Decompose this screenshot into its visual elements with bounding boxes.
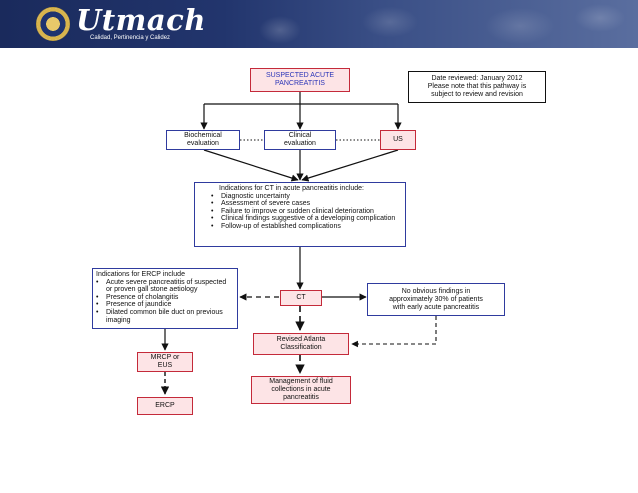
node-revised-atlanta-classification: Revised Atlanta Classification xyxy=(253,333,349,355)
suspected-line-2: PANCREATITIS xyxy=(275,80,325,87)
connector-us-converge xyxy=(301,149,399,182)
header-banner: Utmach Calidad, Pertinencia y Calidez xyxy=(0,0,638,48)
connector-nofindings-to-atlanta xyxy=(351,316,437,348)
management-line-2: collections in acute xyxy=(271,386,331,393)
banner-photo xyxy=(240,0,638,48)
node-ercp-indications: Indications for ERCP include Acute sever… xyxy=(92,268,238,329)
atlanta-line-2: Classification xyxy=(280,344,322,351)
no-findings-line-1: No obvious findings in xyxy=(401,287,471,295)
university-seal-icon xyxy=(36,7,70,41)
ct-label: CT xyxy=(296,294,306,301)
node-us: US xyxy=(380,130,416,150)
ct-indication-item: Failure to improve or sudden clinical de… xyxy=(211,208,402,216)
biochemical-line-2: evaluation xyxy=(187,140,219,147)
ercp-indications-title: Indications for ERCP include xyxy=(96,271,185,278)
ercp-indication-item: Acute severe pancreatitis of suspected o… xyxy=(96,279,234,294)
management-line-3: pancreatitis xyxy=(283,394,319,401)
node-ct: CT xyxy=(280,290,322,306)
ct-indication-item: Assessment of severe cases xyxy=(211,200,402,208)
ct-indications-title: Indications for CT in acute pancreatitis… xyxy=(219,185,365,192)
mrcp-line-2: EUS xyxy=(157,362,173,369)
note-line-3: subject to review and revision xyxy=(431,91,523,98)
no-findings-line-3: with early acute pancreatitis xyxy=(392,303,480,311)
node-no-obvious-findings: No obvious findings in approximately 30%… xyxy=(367,283,505,316)
ercp-indication-item: Dilated common bile duct on previous ima… xyxy=(96,309,234,324)
node-ercp: ERCP xyxy=(137,397,193,415)
node-mrcp-or-eus: MRCP or EUS xyxy=(137,352,193,372)
node-clinical-evaluation: Clinical evaluation xyxy=(264,130,336,150)
ct-indication-item: Follow-up of established complications xyxy=(211,223,402,231)
atlanta-line-1: Revised Atlanta xyxy=(276,336,326,343)
node-biochemical-evaluation: Biochemical evaluation xyxy=(166,130,240,150)
ct-indications-list: Diagnostic uncertainty Assessment of sev… xyxy=(211,193,402,231)
clinical-line-1: Clinical xyxy=(288,132,312,139)
ercp-indication-item: Presence of jaundice xyxy=(96,301,234,309)
note-line-1: Date reviewed: January 2012 xyxy=(431,75,523,82)
biochemical-line-1: Biochemical xyxy=(184,132,222,139)
ercp-label: ERCP xyxy=(155,402,175,409)
suspected-line-1: SUSPECTED ACUTE xyxy=(265,72,335,79)
connector-biochemical-converge xyxy=(203,149,299,182)
mrcp-line-1: MRCP or xyxy=(150,354,180,361)
no-findings-line-2: approximately 30% of patients xyxy=(389,295,483,303)
node-ct-indications: Indications for CT in acute pancreatitis… xyxy=(194,182,406,247)
us-label: US xyxy=(393,136,403,143)
node-management-fluid-collections: Management of fluid collections in acute… xyxy=(251,376,351,404)
ercp-indication-item: Presence of cholangitis xyxy=(96,294,234,302)
note-line-2: Please note that this pathway is xyxy=(427,83,527,90)
node-suspected-acute-pancreatitis: SUSPECTED ACUTE PANCREATITIS xyxy=(250,68,350,92)
brand-name: Utmach xyxy=(76,3,206,37)
management-line-1: Management of fluid xyxy=(269,378,333,385)
brand-tagline: Calidad, Pertinencia y Calidez xyxy=(90,35,171,41)
clinical-line-2: evaluation xyxy=(284,140,316,147)
ercp-indications-list: Acute severe pancreatitis of suspected o… xyxy=(96,279,234,325)
ct-indication-item: Diagnostic uncertainty xyxy=(211,193,402,201)
ct-indication-item: Clinical findings suggestive of a develo… xyxy=(211,215,402,223)
review-note: Date reviewed: January 2012 Please note … xyxy=(408,71,546,103)
